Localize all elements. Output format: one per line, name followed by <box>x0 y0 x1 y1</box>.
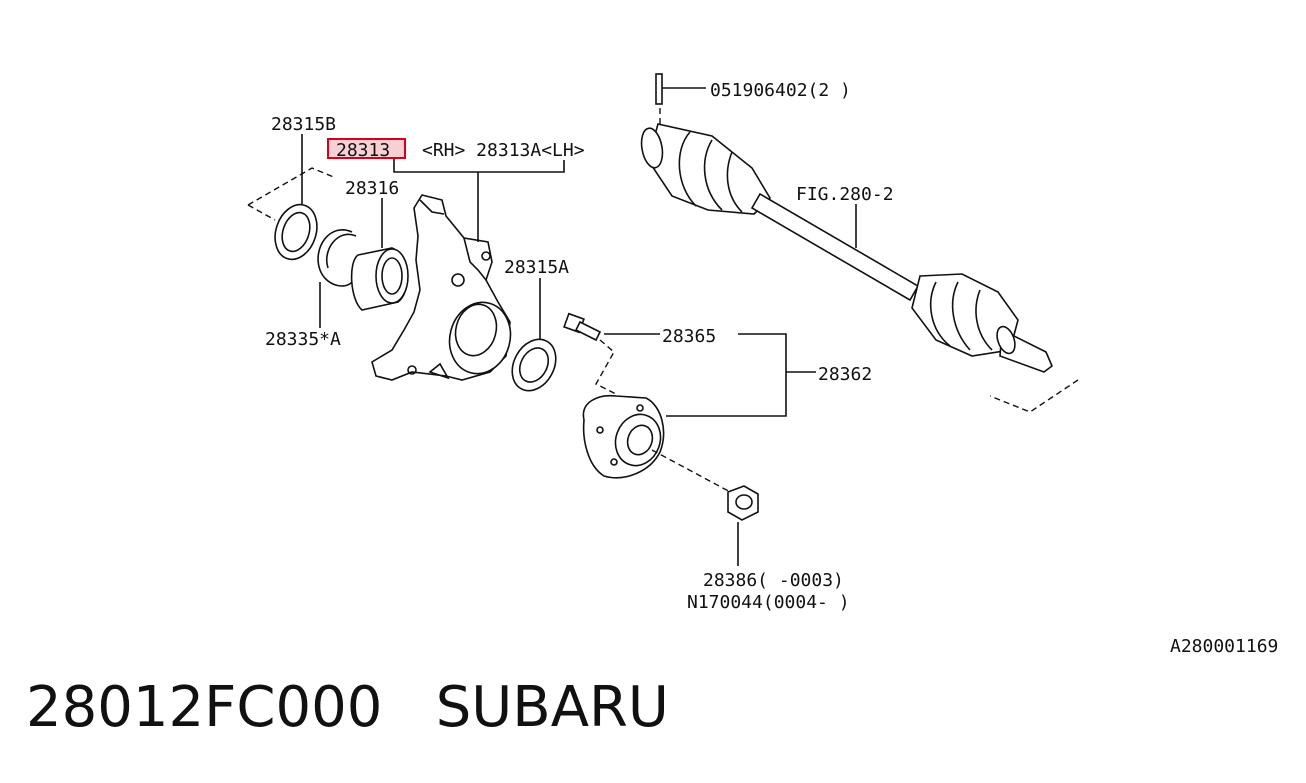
cotter-pin-051906402[interactable] <box>655 73 663 126</box>
label-28335a[interactable]: 28335*A <box>265 329 341 350</box>
label-fig-280-2[interactable]: FIG.280-2 <box>796 184 894 205</box>
diagram-code: A280001169 <box>1170 636 1278 657</box>
label-28362[interactable]: 28362 <box>818 364 872 385</box>
label-28313-suffix[interactable]: <RH> 28313A<LH> <box>422 140 585 161</box>
label-28315a[interactable]: 28315A <box>504 257 569 278</box>
label-28313[interactable]: 28313 <box>336 140 390 161</box>
knuckle-28313[interactable] <box>371 194 518 381</box>
drive-shaft[interactable] <box>639 123 1053 373</box>
brand-name: SUBARU <box>435 675 669 740</box>
label-28316[interactable]: 28316 <box>345 178 399 199</box>
label-n170044[interactable]: N170044(0004- ) <box>687 592 850 613</box>
dashed-frame-left <box>247 167 337 221</box>
hub-nut-dashed-guide <box>651 449 735 495</box>
dashed-frame-right <box>989 379 1079 413</box>
bolt-dashed-guide <box>595 339 617 395</box>
snap-ring-28335a[interactable] <box>317 229 357 287</box>
part-number: 28012FC000 <box>26 675 383 740</box>
seal-28315b[interactable] <box>268 199 323 265</box>
leader-lines <box>301 87 857 566</box>
label-28386[interactable]: 28386( -0003) <box>703 570 844 591</box>
seal-28315a[interactable] <box>504 332 565 398</box>
bearing-28316[interactable] <box>350 247 409 311</box>
nut-28386[interactable] <box>727 485 759 521</box>
label-28365[interactable]: 28365 <box>662 326 716 347</box>
label-28315b[interactable]: 28315B <box>271 114 336 135</box>
hub-28362[interactable] <box>582 394 667 479</box>
highlight-28313 <box>327 138 406 159</box>
hub-bolt[interactable] <box>563 312 602 342</box>
caption: 28012FC000 SUBARU <box>26 680 669 736</box>
label-051906402[interactable]: 051906402(2 ) <box>710 80 851 101</box>
